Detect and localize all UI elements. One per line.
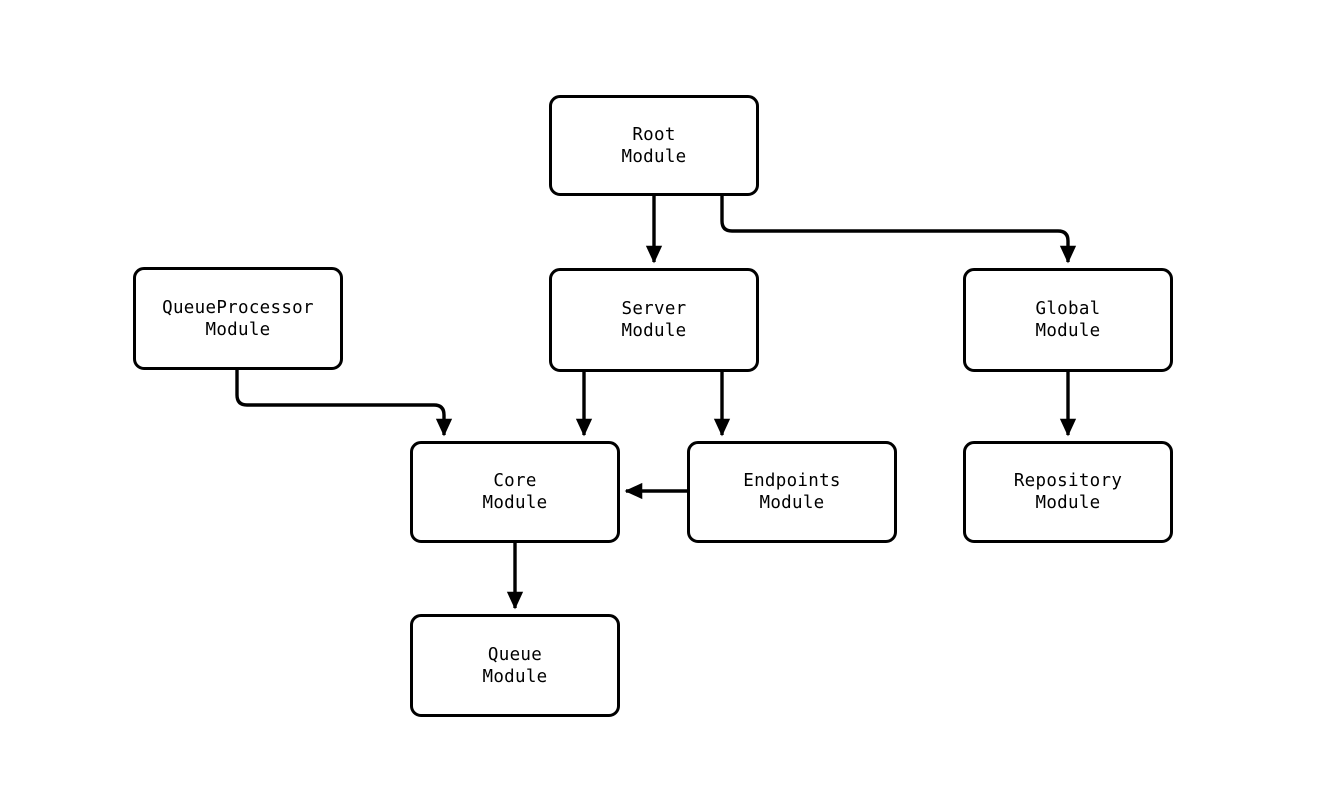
node-root-label-line2: Module (621, 146, 687, 167)
node-endpoints-label-line1: Endpoints (743, 471, 841, 491)
node-repository-label-line1: Repository (1013, 471, 1123, 491)
edge-root-to-global (720, 196, 1077, 264)
node-repository-label-line2: Module (1035, 493, 1101, 513)
node-endpoints-label-line2: Module (759, 493, 825, 513)
node-root-label-line1: Root (632, 124, 676, 145)
node-core-label-line2: Module (482, 493, 548, 513)
node-queue-label-line1: Queue (487, 644, 543, 665)
node-server[interactable]: Server Module (549, 268, 759, 372)
node-root[interactable]: Root Module (549, 95, 759, 196)
node-repository[interactable]: Repository Module (963, 441, 1173, 543)
node-queueprocessor[interactable]: QueueProcessor Module (133, 267, 343, 370)
edge-queueprocessor-to-core (235, 370, 453, 437)
node-endpoints[interactable]: Endpoints Module (687, 441, 897, 543)
node-queueprocessor-label-line1: QueueProcessor (162, 297, 314, 318)
node-server-label-line1: Server (621, 299, 687, 319)
node-queue[interactable]: Queue Module (410, 614, 620, 717)
node-queue-label-line2: Module (482, 666, 548, 687)
node-global-label-line1: Global (1035, 299, 1101, 319)
node-global[interactable]: Global Module (963, 268, 1173, 372)
node-server-label-line2: Module (621, 321, 687, 341)
node-global-label-line2: Module (1035, 321, 1101, 341)
node-core-label-line1: Core (493, 471, 537, 491)
node-queueprocessor-label-line2: Module (205, 319, 271, 340)
node-core[interactable]: Core Module (410, 441, 620, 543)
